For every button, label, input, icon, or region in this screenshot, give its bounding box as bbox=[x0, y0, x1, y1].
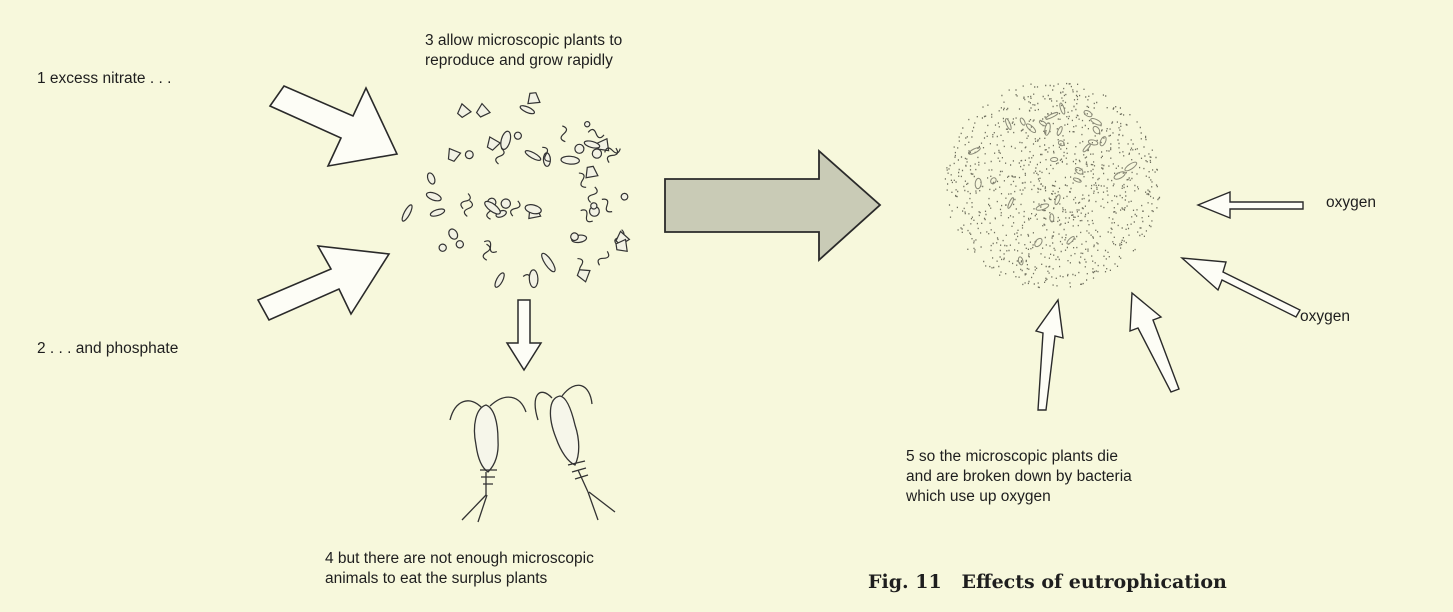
microscopic-plant bbox=[426, 172, 436, 185]
microscopic-plant bbox=[495, 148, 505, 165]
oxygen-arrow-2 bbox=[1182, 258, 1300, 317]
microscopic-plant bbox=[524, 149, 542, 162]
big-arrow bbox=[665, 151, 880, 260]
label-nitrate: 1 excess nitrate . . . bbox=[37, 69, 171, 89]
label-decay: 5 so the microscopic plants die and are … bbox=[906, 447, 1132, 507]
microscopic-plant bbox=[596, 250, 610, 267]
microscopic-plant bbox=[584, 140, 601, 150]
microscopic-plant bbox=[588, 129, 605, 138]
microscopic-plant bbox=[430, 208, 446, 218]
label-animals: 4 but there are not enough microscopic a… bbox=[325, 549, 594, 589]
microscopic-plant bbox=[400, 204, 413, 223]
label-plants-grow: 3 allow microscopic plants to reproduce … bbox=[425, 31, 622, 71]
dead-plant-remains bbox=[1056, 126, 1063, 136]
bacteria-arrow-2 bbox=[1130, 293, 1179, 392]
microscopic-plant bbox=[475, 104, 490, 120]
microscopic-plant bbox=[561, 156, 580, 165]
microscopic-plant bbox=[509, 200, 521, 217]
dead-plant-remains bbox=[1025, 123, 1037, 134]
microscopic-plant bbox=[559, 125, 569, 142]
dead-plant-remains bbox=[1090, 117, 1103, 126]
microscopic-plant bbox=[464, 149, 475, 160]
microscopic-plant bbox=[621, 193, 629, 201]
dead-plant-remains bbox=[1083, 109, 1093, 118]
dead-plant-remains bbox=[1018, 256, 1024, 265]
microscopic-plant bbox=[455, 104, 471, 119]
dead-plant-remains bbox=[1007, 197, 1015, 209]
microscopic-plant bbox=[482, 239, 499, 254]
dead-plant-remains bbox=[1033, 237, 1043, 248]
dead-plant-remains bbox=[1066, 236, 1075, 246]
microscopic-plant bbox=[499, 130, 512, 150]
microscopic-plant bbox=[438, 243, 448, 253]
microscopic-plant bbox=[455, 240, 464, 249]
dead-plant-remains bbox=[1044, 122, 1051, 135]
bacteria-arrow-1 bbox=[1036, 300, 1063, 410]
label-oxygen-1: oxygen bbox=[1326, 193, 1376, 213]
microscopic-plant bbox=[425, 191, 442, 203]
dead-plant-remains bbox=[1004, 118, 1012, 130]
dead-plant-remains bbox=[1050, 157, 1057, 161]
dead-plant-remains bbox=[1019, 117, 1026, 126]
microscopic-plant bbox=[599, 197, 615, 214]
dead-plant-remains bbox=[1099, 136, 1108, 147]
microscopic-plant bbox=[543, 153, 550, 167]
copepod-right bbox=[535, 385, 615, 520]
microscopic-plant bbox=[524, 203, 542, 215]
dead-plant-remains bbox=[1113, 170, 1126, 180]
microscopic-plant bbox=[539, 252, 557, 274]
figure-caption: Fig. 11 Effects of eutrophication bbox=[868, 571, 1227, 593]
microscopic-plant bbox=[587, 186, 598, 203]
dead-plant-remains bbox=[968, 146, 981, 155]
nitrate-arrow bbox=[270, 86, 397, 166]
microscopic-plant bbox=[483, 244, 490, 260]
dead-plant-remains bbox=[1073, 177, 1082, 183]
dead-plant-remains bbox=[989, 177, 997, 185]
microscopic-plant bbox=[529, 270, 538, 288]
dead-plant-remains bbox=[1124, 161, 1138, 173]
microscopic-plant bbox=[519, 104, 535, 115]
copepod-left bbox=[450, 397, 526, 522]
microscopic-plant bbox=[527, 92, 540, 103]
oxygen-arrow-1 bbox=[1198, 192, 1303, 218]
microscopic-plant bbox=[464, 200, 473, 217]
decaying-plants-circle bbox=[945, 84, 1160, 288]
microscopic-plant bbox=[592, 149, 602, 159]
microscopic-plant bbox=[446, 149, 461, 163]
microscopic-plant bbox=[575, 144, 584, 153]
microscopic-plant bbox=[485, 137, 500, 152]
microscopic-plant bbox=[576, 267, 590, 282]
microscopic-plant bbox=[500, 198, 512, 210]
down-arrow bbox=[507, 300, 541, 370]
dead-plant-remains bbox=[975, 178, 982, 189]
microscopic-plant bbox=[514, 131, 523, 140]
dead-plant-remains bbox=[1082, 143, 1091, 153]
microscopic-plant bbox=[584, 166, 598, 178]
phosphate-arrow bbox=[258, 246, 389, 320]
microscopic-plant bbox=[447, 227, 459, 240]
label-oxygen-2: oxygen bbox=[1300, 307, 1350, 327]
microscopic-plants-cluster bbox=[400, 92, 629, 288]
label-phosphate: 2 . . . and phosphate bbox=[37, 339, 178, 359]
microscopic-plant bbox=[584, 121, 591, 128]
microscopic-plant bbox=[493, 272, 506, 289]
